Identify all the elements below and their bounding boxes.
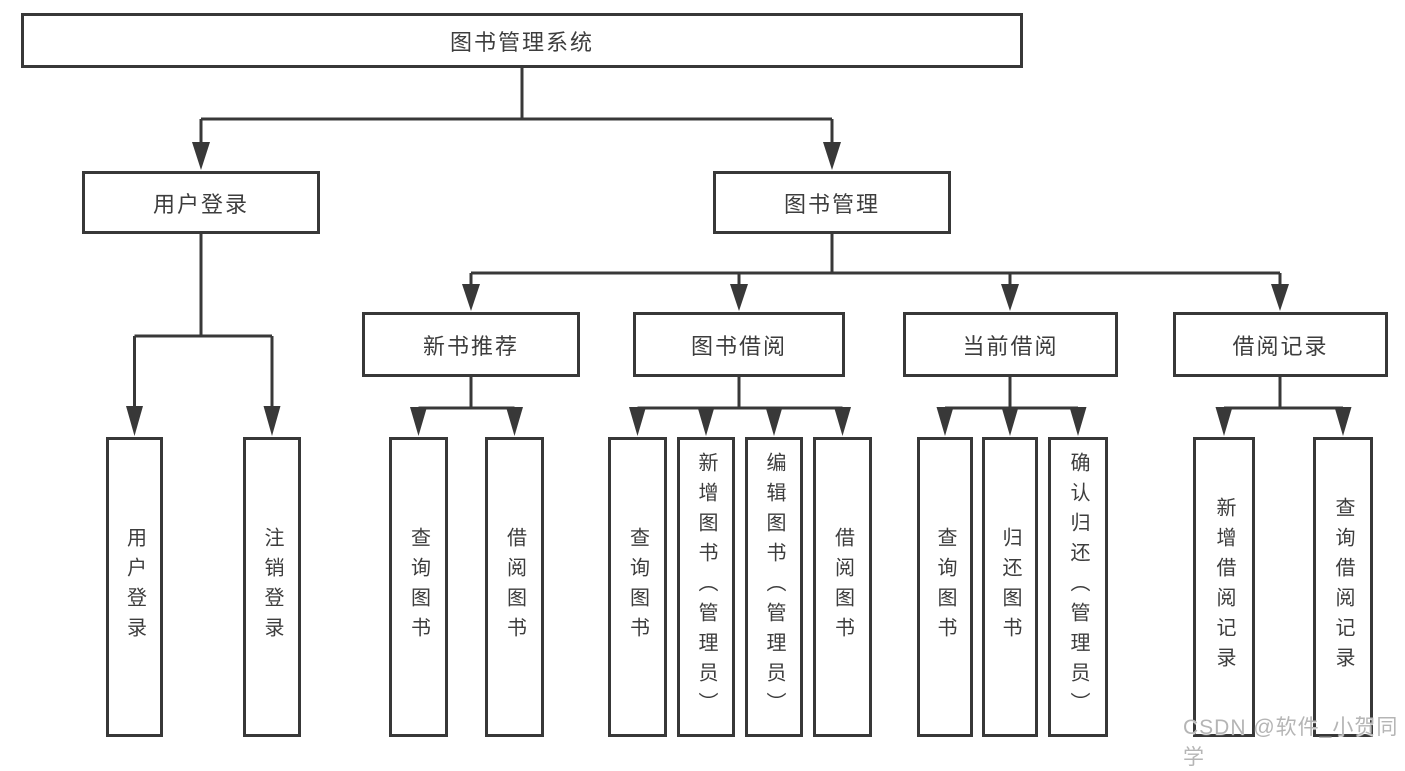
edges-book-borrow-to-leaves (629, 377, 851, 436)
arrow-down-icon (629, 407, 646, 436)
arrow-down-icon (765, 407, 783, 436)
leaf-br-query-borrow-record: 查询借阅记录 (1313, 437, 1373, 737)
leaf-cb-query-books: 查询图书 (917, 437, 973, 737)
node-library-management-system: 图书管理系统 (21, 13, 1023, 68)
leaf-cb-return-books: 归还图书 (982, 437, 1038, 737)
arrow-down-icon (410, 407, 427, 436)
arrow-down-icon (462, 284, 480, 311)
leaf-bb-add-books-admin: 新增图书（管理员） (677, 437, 735, 737)
leaf-nbr-query-books: 查询图书 (389, 437, 448, 737)
leaf-br-add-borrow-record: 新增借阅记录 (1193, 437, 1255, 737)
arrow-down-icon (263, 406, 281, 436)
node-new-book-recommend: 新书推荐 (362, 312, 580, 377)
arrow-down-icon (823, 142, 841, 170)
edges-borrow-records-to-leaves (1215, 377, 1352, 436)
node-user-login: 用户登录 (82, 171, 320, 234)
edges-current-borrow-to-leaves (936, 377, 1087, 436)
arrow-down-icon (1001, 284, 1019, 311)
arrow-down-icon (126, 406, 143, 436)
edges-root-to-level1 (192, 68, 841, 170)
leaf-logout: 注销登录 (243, 437, 301, 737)
leaf-bb-borrow-books: 借阅图书 (813, 437, 872, 737)
node-book-management: 图书管理 (713, 171, 951, 234)
diagram-canvas: 图书管理系统 用户登录 图书管理 新书推荐 图书借阅 当前借阅 借阅记录 用户登… (21, 13, 1397, 769)
node-borrow-records: 借阅记录 (1173, 312, 1388, 377)
arrow-down-icon (730, 284, 748, 311)
connector-lines (126, 68, 1352, 436)
watermark: CSDN @软件_小贺同学 (1183, 716, 1399, 769)
leaf-user-login: 用户登录 (106, 437, 163, 737)
edges-book-management-to-level2 (462, 234, 1289, 311)
leaf-bb-query-books: 查询图书 (608, 437, 667, 737)
arrow-down-icon (834, 407, 851, 436)
leaf-nbr-borrow-books: 借阅图书 (485, 437, 544, 737)
arrow-down-icon (1069, 407, 1087, 436)
arrow-down-icon (192, 142, 210, 170)
edges-user-login-to-leaves (126, 234, 281, 436)
leaf-cb-confirm-return-admin: 确认归还（管理员） (1048, 437, 1108, 737)
arrow-down-icon (1215, 407, 1233, 436)
arrow-down-icon (936, 407, 954, 436)
node-book-borrow: 图书借阅 (633, 312, 845, 377)
arrow-down-icon (697, 407, 715, 436)
edges-new-book-recommend-to-leaves (410, 377, 523, 436)
arrow-down-icon (1271, 284, 1289, 311)
arrow-down-icon (506, 407, 523, 436)
arrow-down-icon (1334, 407, 1352, 436)
node-current-borrow: 当前借阅 (903, 312, 1118, 377)
leaf-bb-edit-books-admin: 编辑图书（管理员） (745, 437, 803, 737)
arrow-down-icon (1001, 407, 1019, 436)
